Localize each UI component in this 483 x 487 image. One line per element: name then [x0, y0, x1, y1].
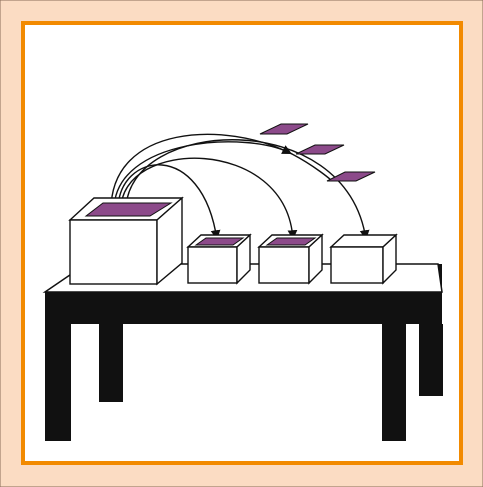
- small-box-1-front: [188, 247, 237, 283]
- table-apron: [45, 292, 442, 324]
- table-leg-front-right: [382, 324, 406, 441]
- table-leg-back-right: [419, 324, 443, 396]
- small-box-2-front: [259, 247, 309, 283]
- small-box-3-front: [331, 247, 383, 283]
- table-leg-back-left: [99, 324, 123, 402]
- large-box-front: [70, 220, 157, 284]
- table-leg-front-left: [45, 324, 71, 441]
